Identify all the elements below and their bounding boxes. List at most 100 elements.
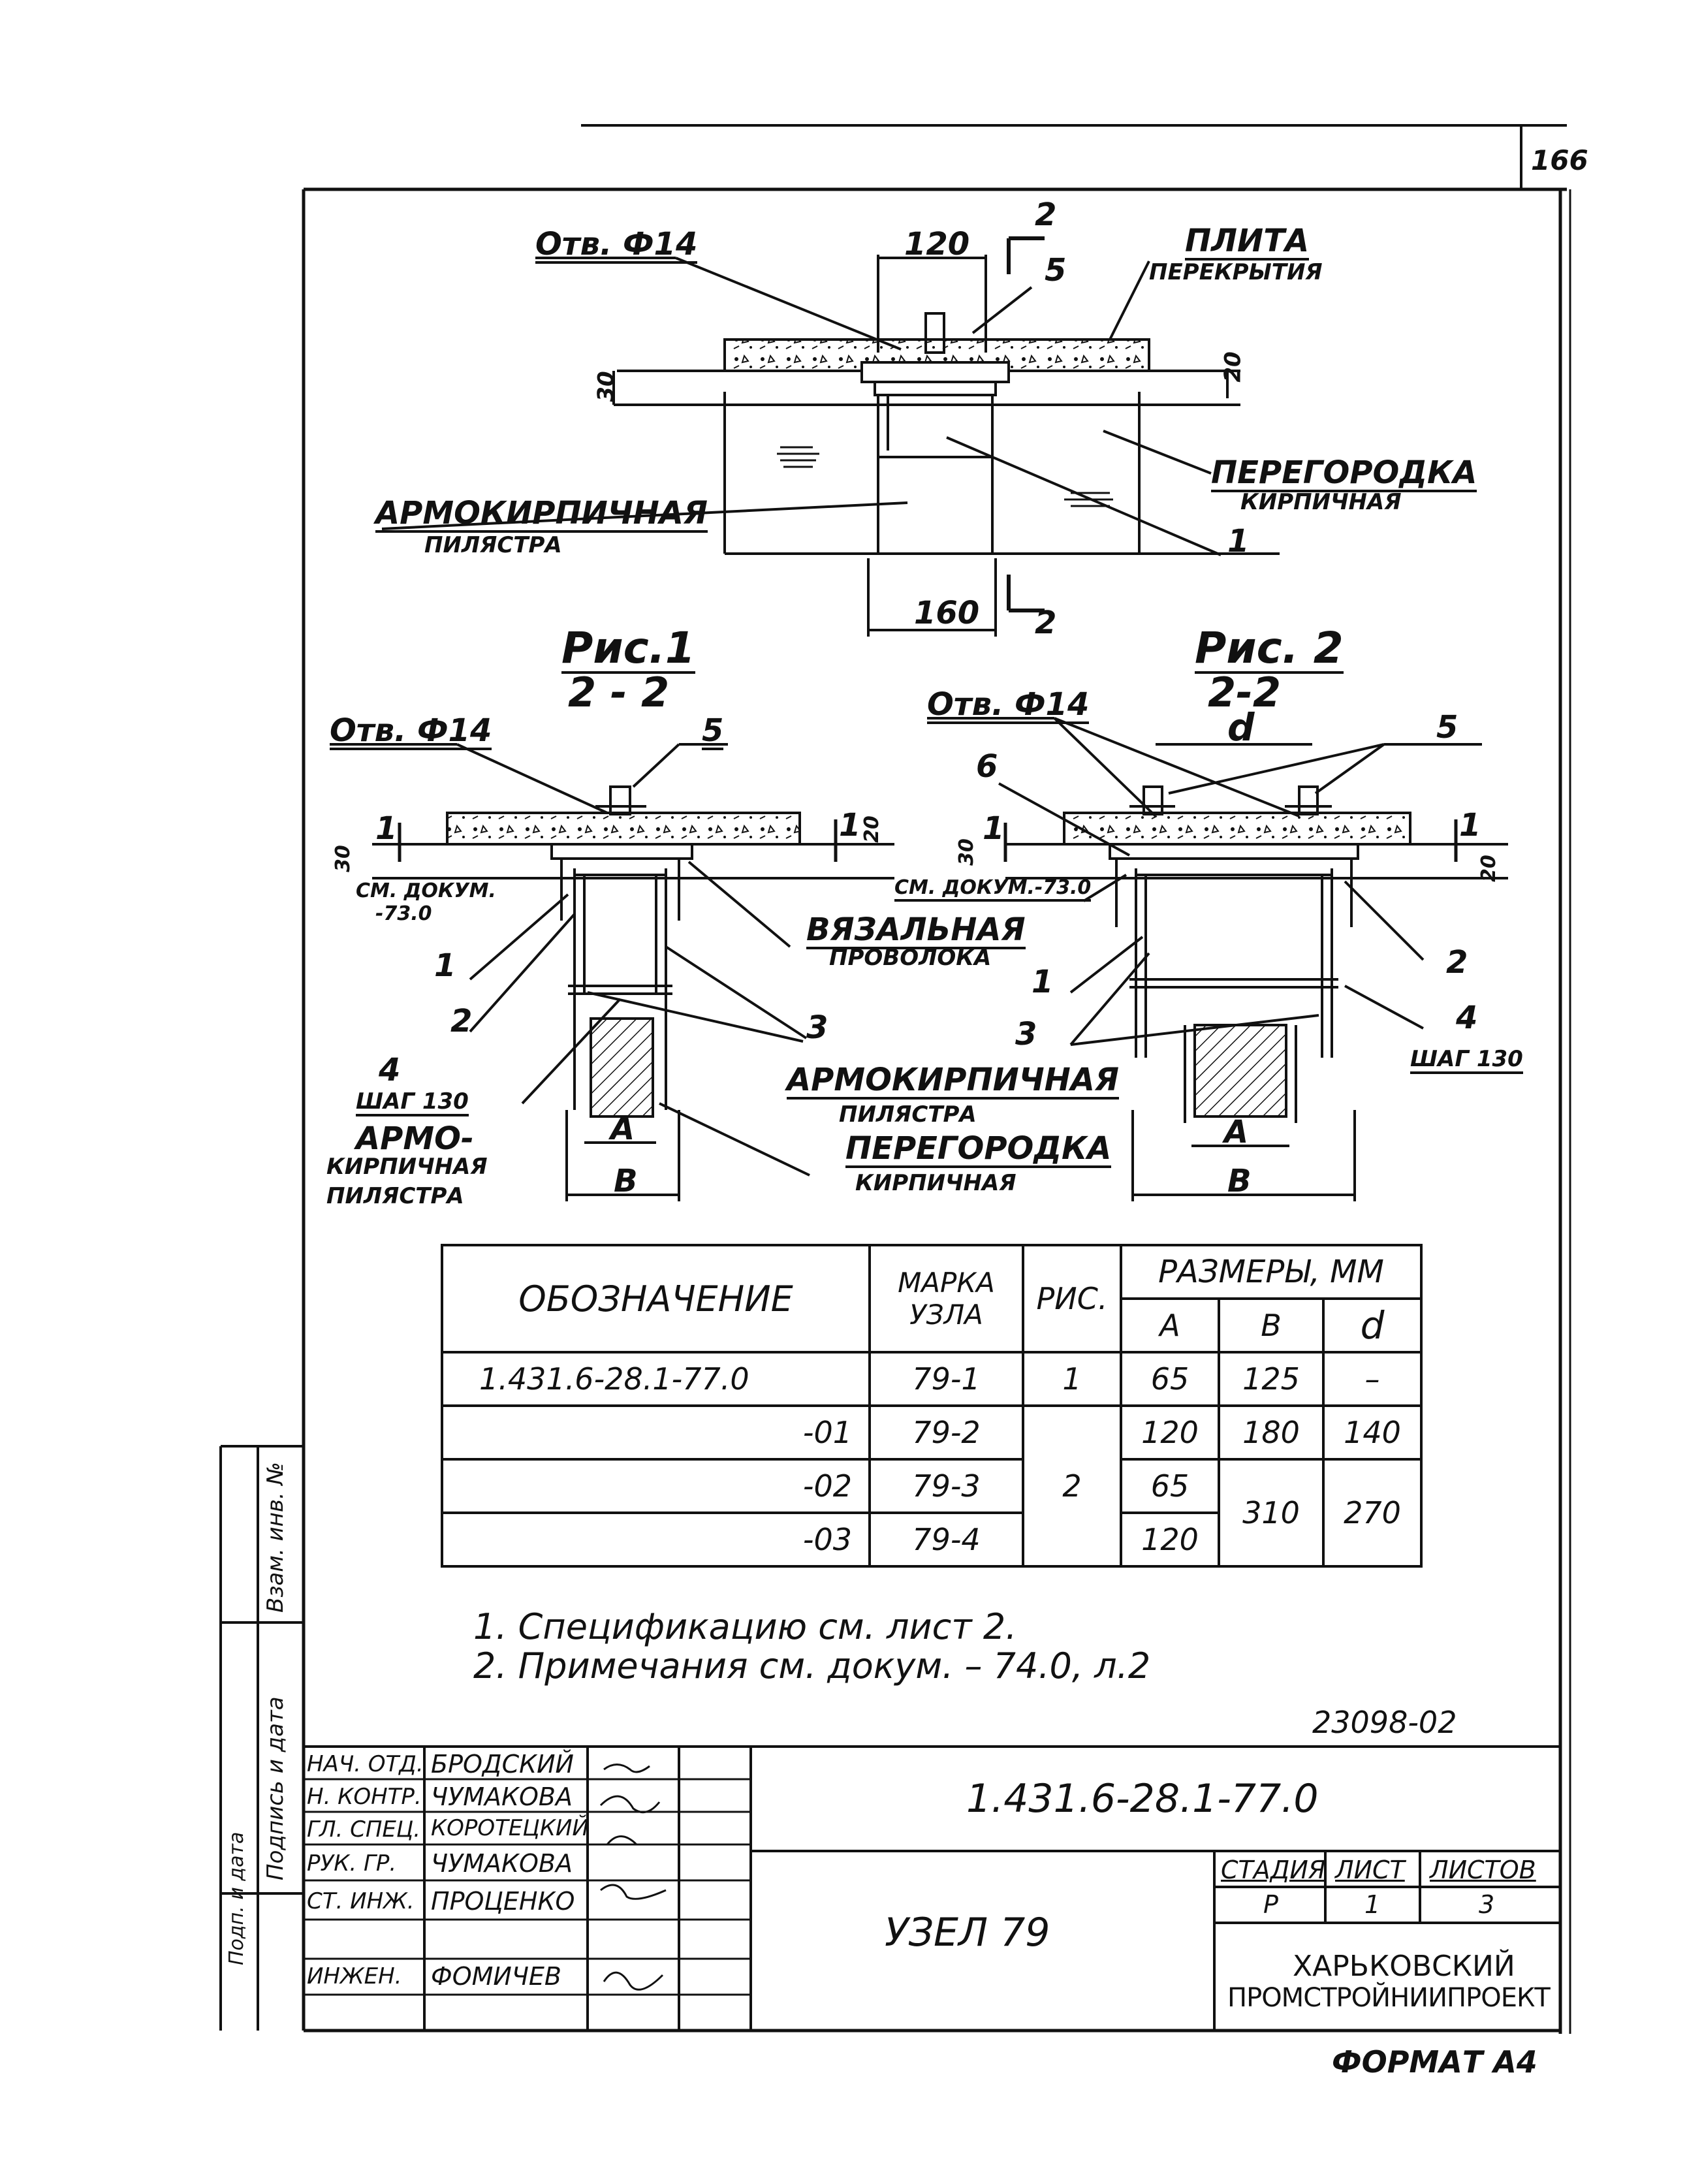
fig2-item-3: 3: [1015, 1016, 1037, 1052]
cell-b: 125: [1218, 1351, 1325, 1407]
header-designation: ОБОЗНАЧЕНИЕ: [441, 1244, 871, 1353]
fig1-section: 2 - 2: [568, 669, 670, 716]
fig2-hole-label: Отв. Ф14: [927, 686, 1090, 724]
plan-section-mark-top: 2: [1035, 197, 1057, 233]
spec-table: ОБОЗНАЧЕНИЕ МАРКА УЗЛА РИС. РАЗМЕРЫ, ММ …: [441, 1244, 1423, 1568]
side-stamp-signature-date-2: Подпись и дата: [262, 1696, 289, 1880]
plan-dim-30: 30: [593, 371, 620, 402]
tb-name-6: ФОМИЧЕВ: [431, 1962, 561, 1991]
fig2-step: ШАГ 130: [1410, 1048, 1523, 1074]
fig2-partition-1: ПЕРЕГОРОДКА: [845, 1130, 1112, 1168]
header-mark: МАРКА УЗЛА: [868, 1244, 1024, 1353]
cell-designation: 1.431.6-28.1-77.0: [441, 1351, 871, 1407]
fig2-item-4: 4: [1456, 1000, 1478, 1036]
fig1-wire-label-1: ВЯЗАЛЬНАЯ: [806, 911, 1026, 949]
tb-role-1: Н. КОНТР.: [307, 1784, 422, 1810]
fig1-step: ШАГ 130: [356, 1090, 469, 1116]
fig2-item-6: 6: [976, 748, 998, 785]
fig1-see-doc-1: СМ. ДОКУМ.: [356, 879, 496, 902]
tb-stage: Р: [1263, 1890, 1278, 1919]
table-row: -01 79-2 2 120 180 140: [441, 1404, 1423, 1568]
cell-b: 180: [1218, 1404, 1325, 1461]
note-1: 1. Спецификацию см. лист 2.: [473, 1606, 1017, 1647]
cell-fig: 2: [1022, 1404, 1122, 1568]
fig1-item-1: 1: [434, 947, 456, 984]
format-label: ФОРМАТ А4: [1332, 2044, 1537, 2080]
fig1-hole-label: Отв. Ф14: [330, 712, 492, 750]
side-stamp-signature-date-1: Подп. и дата: [225, 1831, 248, 1965]
fig1-pilaster-3: ПИЛЯСТРА: [326, 1183, 464, 1209]
cell-d: 270: [1322, 1458, 1423, 1568]
cell-a: 120: [1120, 1404, 1220, 1461]
table-row: -02 79-3 65 310 270: [441, 1458, 1423, 1568]
tb-name-2: КОРОТЕЦКИЙ: [431, 1815, 589, 1841]
fig2-partition-2: КИРПИЧНАЯ: [855, 1170, 1016, 1196]
fig2-item-1: 1: [1032, 964, 1054, 1000]
table-subheader-row: А В d: [442, 1297, 1423, 1353]
table-header-row: ОБОЗНАЧЕНИЕ МАРКА УЗЛА РИС. РАЗМЕРЫ, ММ: [441, 1244, 1423, 1353]
sheet-number: 166: [1531, 144, 1588, 176]
plan-slab-label-2: ПЕРЕКРЫТИЯ: [1149, 259, 1323, 285]
cell-d: –: [1322, 1351, 1423, 1407]
tb-stage-label: СТАДИЯ: [1221, 1856, 1326, 1884]
tb-role-2: ГЛ. СПЕЦ.: [307, 1816, 421, 1843]
header-d: d: [1322, 1297, 1423, 1353]
tb-org-1: ХАРЬКОВСКИЙ: [1293, 1950, 1515, 1983]
fig1-cut-mark-left: 1: [375, 810, 398, 847]
plan-item-5: 5: [1045, 252, 1067, 289]
cell-designation: -03: [441, 1511, 871, 1568]
fig2-item-2: 2: [1446, 944, 1468, 981]
fig1-item-2: 2: [450, 1003, 473, 1039]
fig2-cut-mark-left: 1: [983, 810, 1005, 847]
plan-view: [381, 236, 1280, 637]
plan-section-mark-bottom: 2: [1035, 605, 1057, 641]
tb-role-6: ИНЖЕН.: [307, 1963, 402, 1989]
title-block-grid: [304, 1745, 1560, 2031]
fig1-wire-label-2: ПРОВОЛОКА: [829, 945, 992, 971]
tb-role-0: НАЧ. ОТД.: [307, 1751, 424, 1777]
header-sizes: РАЗМЕРЫ, ММ: [1120, 1244, 1423, 1300]
tb-name-4: ПРОЦЕНКО: [431, 1887, 575, 1916]
tb-designation: 1.431.6-28.1-77.0: [966, 1776, 1319, 1822]
plan-item-1: 1: [1227, 523, 1250, 560]
fig1-pilaster-1: АРМО-: [356, 1120, 474, 1157]
plan-partition-label-1: ПЕРЕГОРОДКА: [1211, 454, 1477, 492]
fig1-drawing: [330, 743, 894, 1201]
plan-partition-label-2: КИРПИЧНАЯ: [1240, 489, 1402, 515]
cell-a: 65: [1120, 1351, 1220, 1407]
plan-slab-label-1: ПЛИТА: [1185, 223, 1310, 261]
tb-name-1: ЧУМАКОВА: [431, 1782, 573, 1811]
cell-b: 310: [1218, 1458, 1325, 1568]
fig1-dim-30: 30: [331, 845, 355, 872]
side-stamp-replace-inv: Взам. инв. №: [262, 1462, 289, 1613]
fig1-item-5: 5: [702, 712, 724, 750]
fig2-dim-a: А: [1224, 1114, 1249, 1150]
fig2-dim-d: d: [1227, 705, 1255, 750]
tb-sheets-label: ЛИСТОВ: [1430, 1856, 1536, 1884]
sheet-frame: [302, 124, 1571, 2034]
fig1-title: Рис.1: [561, 623, 695, 674]
cell-mark: 79-4: [868, 1511, 1024, 1568]
header-a: А: [1120, 1297, 1220, 1353]
table-row: -03 79-4 120: [441, 1511, 1421, 1568]
cell-mark: 79-2: [868, 1404, 1024, 1461]
fig2-dim-20: 20: [1477, 855, 1500, 882]
table-row: 1.431.6-28.1-77.0 79-1 1 65 125 –: [441, 1351, 1423, 1407]
fig1-item-3: 3: [806, 1009, 828, 1046]
tb-name-3: ЧУМАКОВА: [431, 1849, 573, 1878]
fig2-see-doc: СМ. ДОКУМ.-73.0: [894, 878, 1092, 902]
cell-a: 65: [1120, 1458, 1220, 1514]
fig1-item-4: 4: [379, 1052, 401, 1088]
fig1-pilaster-2: КИРПИЧНАЯ: [326, 1154, 488, 1180]
note-2: 2. Примечания см. докум. – 74.0, л.2: [473, 1645, 1151, 1686]
header-fig: РИС.: [1022, 1244, 1122, 1353]
side-stamp: [219, 1445, 304, 2031]
fig1-dim-b: В: [614, 1163, 638, 1199]
fig2-item-5: 5: [1436, 709, 1458, 746]
signatures: [599, 1764, 667, 1991]
fig2-cut-mark-right: 1: [1459, 807, 1481, 844]
doc-code: 23098-02: [1312, 1705, 1457, 1740]
cell-designation: -01: [441, 1404, 871, 1461]
fig2-drawing: [927, 717, 1508, 1201]
plan-dim-160: 160: [914, 595, 980, 631]
